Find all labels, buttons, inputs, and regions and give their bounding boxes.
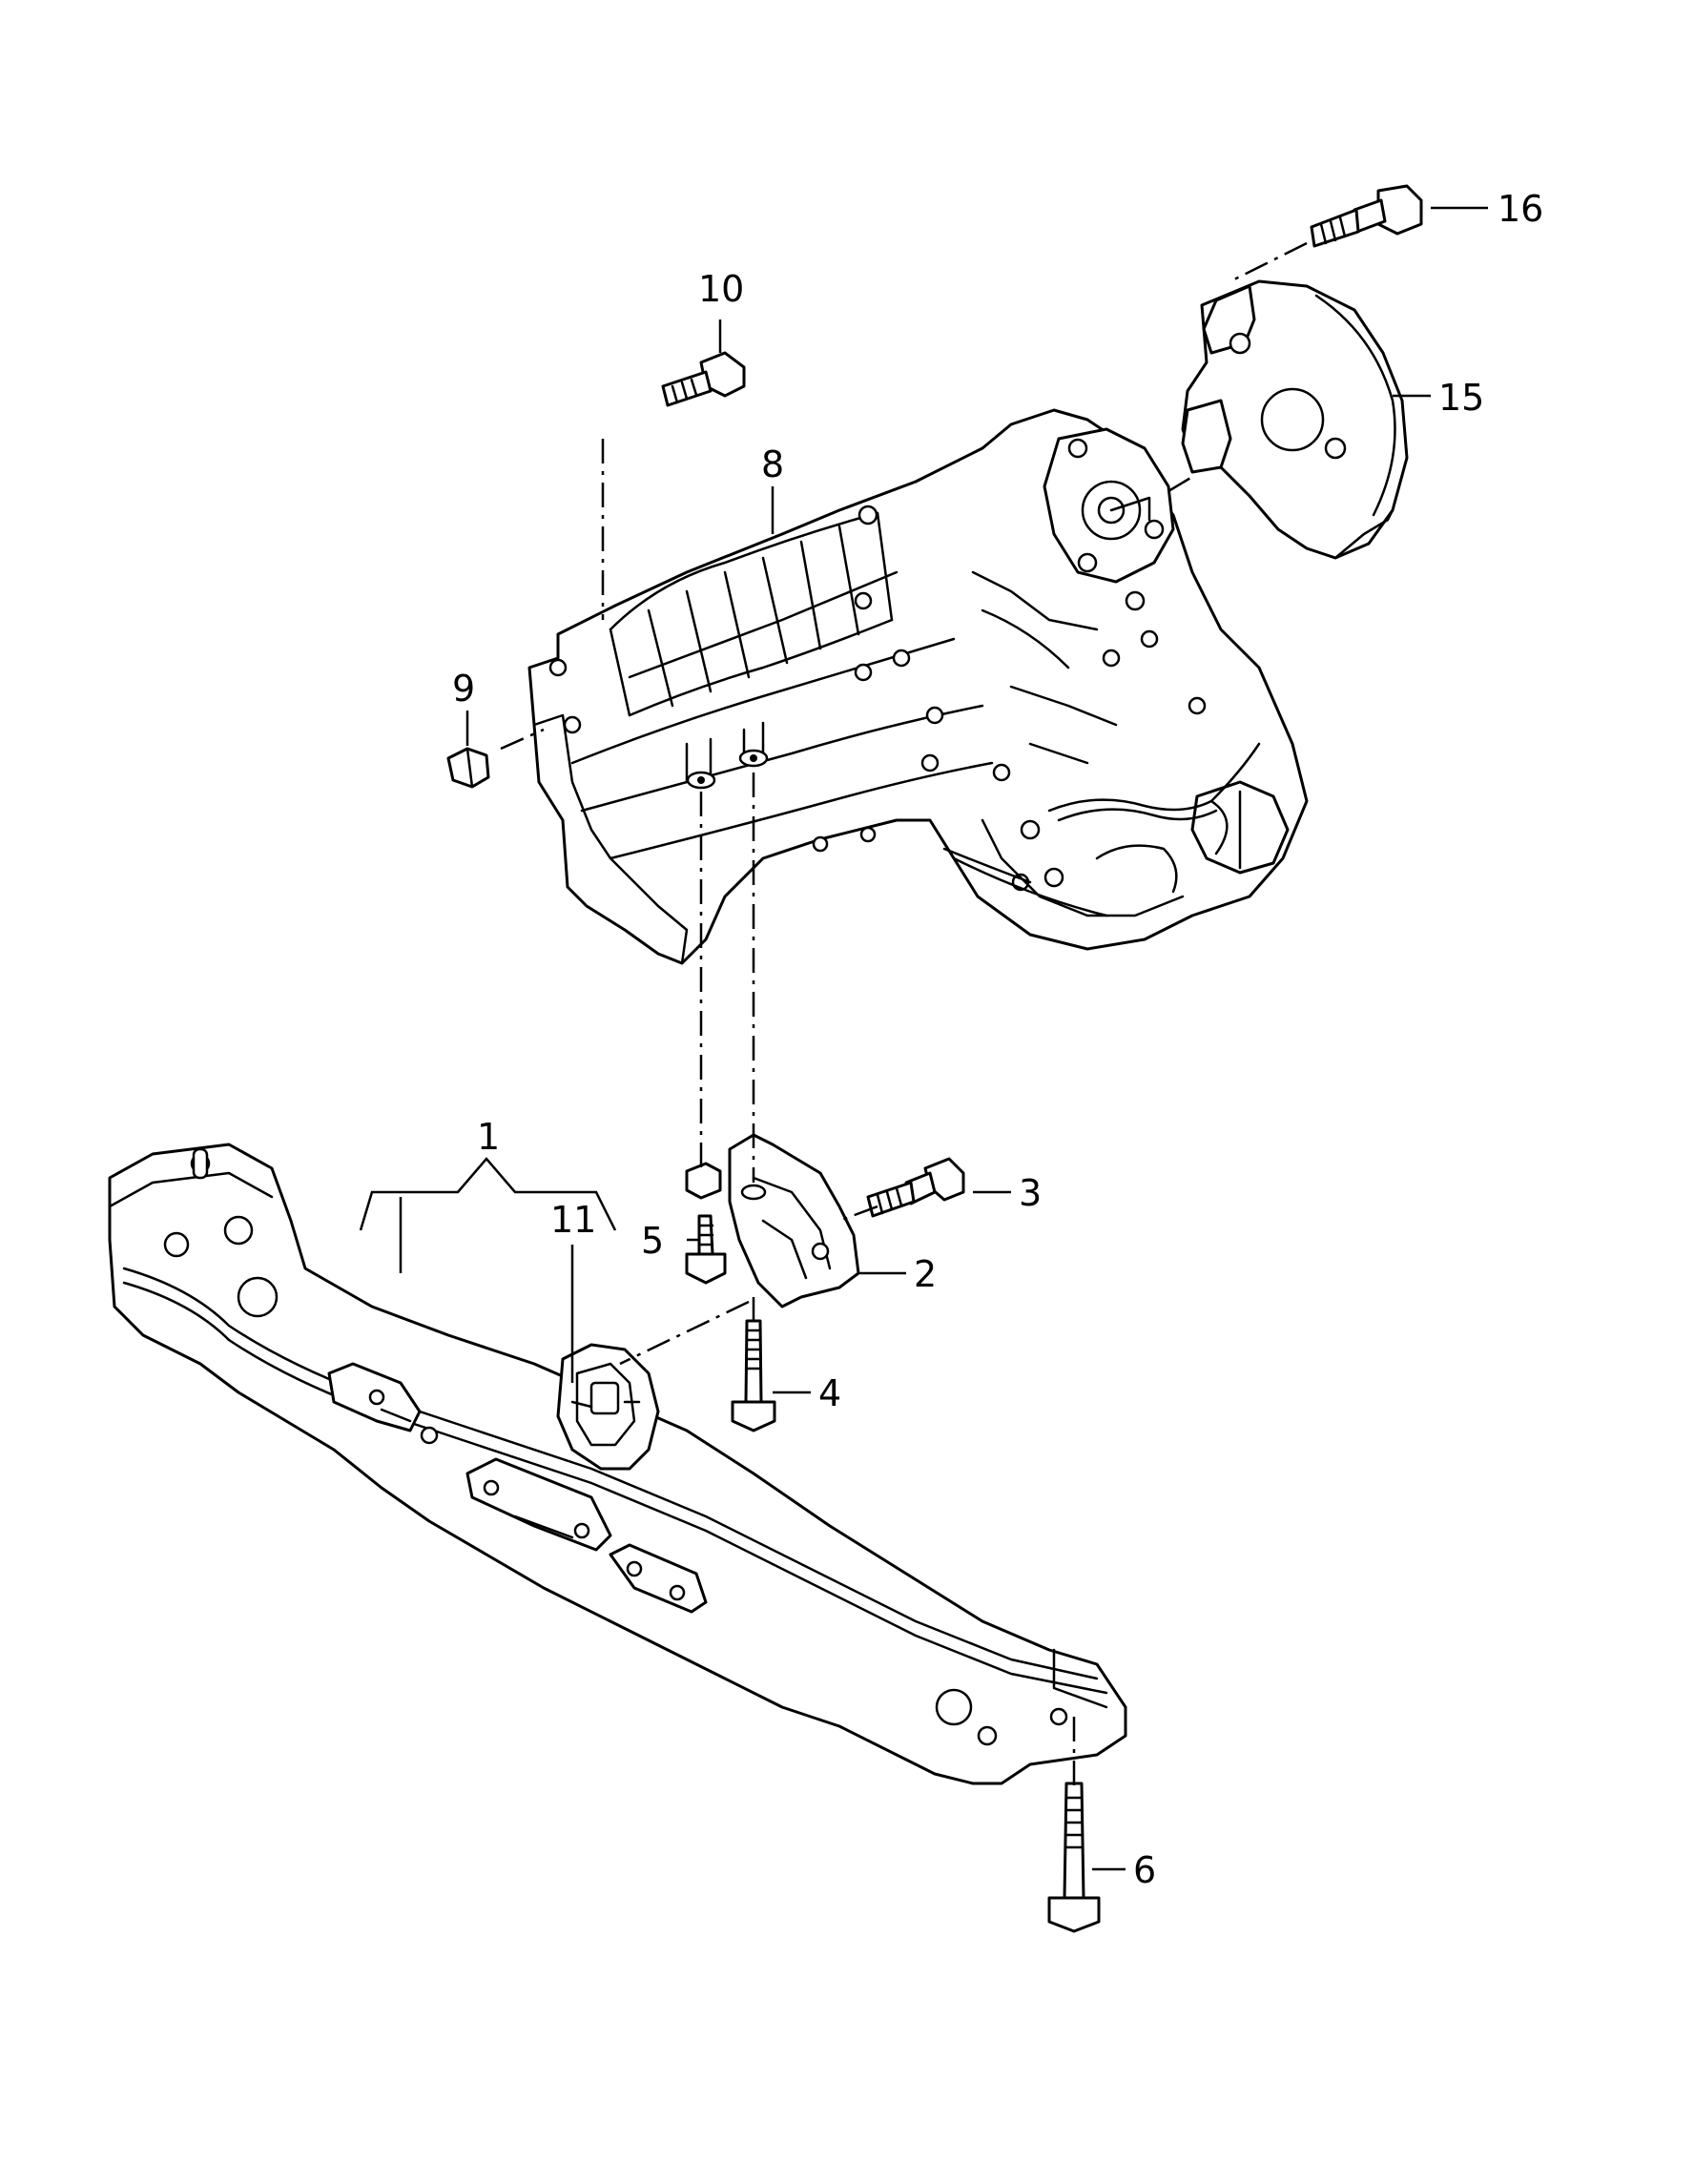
callout-6: 6 <box>1133 1849 1156 1891</box>
bolt-5 <box>685 1214 727 1285</box>
callout-15: 15 <box>1438 377 1484 419</box>
flange-cover <box>1181 279 1409 560</box>
callout-10: 10 <box>698 268 744 310</box>
rubber-mount <box>556 1343 660 1471</box>
callout-4: 4 <box>818 1372 841 1414</box>
bolt-16 <box>1310 184 1423 248</box>
callout-3: 3 <box>1019 1172 1042 1214</box>
bolt-4 <box>731 1319 776 1432</box>
nut-9 <box>446 747 490 789</box>
callout-9: 9 <box>452 668 475 710</box>
bolt-3 <box>866 1157 965 1218</box>
callout-labels: 16 10 15 8 9 1 3 11 5 2 4 6 <box>452 188 1543 1891</box>
transmission-bracket <box>685 1133 860 1308</box>
callout-1: 1 <box>477 1116 500 1158</box>
leader-lines <box>359 206 1488 1871</box>
callout-16: 16 <box>1498 188 1543 230</box>
callout-2: 2 <box>914 1253 937 1295</box>
bolt-6 <box>1047 1782 1101 1933</box>
transfer-case <box>527 408 1309 965</box>
callout-11: 11 <box>550 1199 596 1241</box>
bolt-10 <box>661 351 746 407</box>
alignment-lines <box>500 241 1308 1785</box>
callout-5: 5 <box>641 1220 664 1262</box>
callout-8: 8 <box>761 443 784 485</box>
